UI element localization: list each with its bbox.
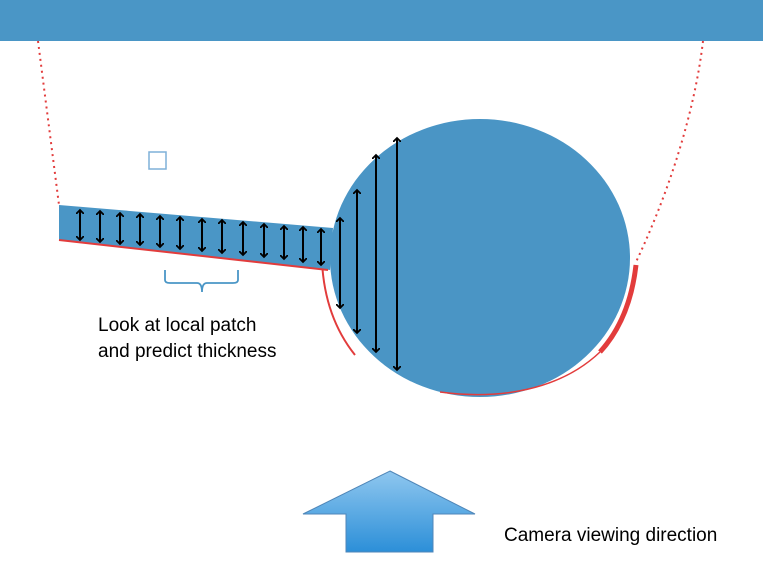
right-guide-line (635, 40, 704, 263)
top-plate (0, 0, 763, 41)
body-thickness-arrows (340, 138, 397, 370)
contact-edge-right (598, 264, 639, 354)
curly-brace-icon (164, 270, 239, 293)
spherical-body (321, 119, 639, 397)
body-circle (330, 119, 630, 397)
local-patch-caption-line1: Look at local patch (98, 315, 257, 336)
contact-edge-bottom (439, 351, 601, 396)
local-patch-caption-line2: and predict thickness (98, 341, 277, 362)
thin-strip-edge (58, 239, 329, 271)
contact-edge-left (321, 261, 356, 356)
camera-direction-caption: Camera viewing direction (504, 525, 718, 546)
local-patch-caption: Look at local patch and predict thicknes… (98, 313, 277, 365)
camera-direction-arrow-icon (302, 470, 476, 553)
empty-square (148, 151, 167, 170)
left-guide-line (37, 40, 60, 206)
strip-thickness-arrows (80, 210, 321, 265)
